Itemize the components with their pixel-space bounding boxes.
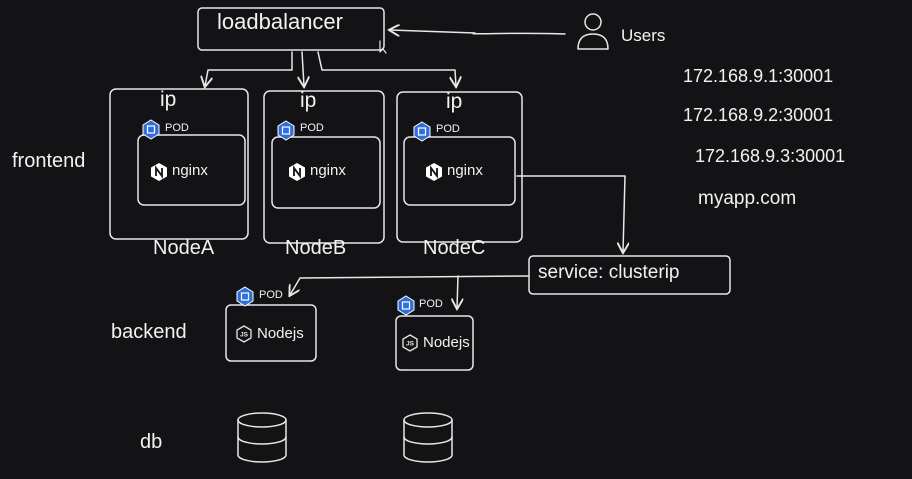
kubernetes-pod-icon: [236, 286, 254, 307]
loadbalancer-box: [197, 7, 385, 51]
nodejs-icon: [236, 325, 252, 343]
address-2: 172.168.9.2:30001: [683, 105, 834, 125]
kubernetes-pod-icon: [397, 295, 415, 316]
database-icon: [403, 412, 453, 463]
nodec-ip-label: ip: [446, 90, 463, 113]
row-label-backend: backend: [111, 321, 187, 343]
nginx-icon: [289, 163, 305, 181]
backend-pod-2-app-label: Nodejs: [423, 334, 470, 351]
row-label-db: db: [140, 431, 163, 453]
nodea-ip-label: ip: [160, 88, 177, 111]
nodec-to-service-arrow: [516, 175, 625, 252]
nodec-app-label: nginx: [447, 162, 483, 179]
nodea-name-label: NodeA: [153, 237, 215, 259]
nodejs-icons: [236, 325, 418, 352]
nodejs-icon-glyph: JS: [406, 341, 415, 348]
kubernetes-pod-icon: [142, 119, 160, 140]
nodeb-pod-box: [271, 136, 381, 209]
backend-pod-2-box: [395, 315, 474, 371]
domain-name: myapp.com: [698, 188, 797, 209]
nodea-pod-box: [137, 134, 246, 206]
nodec-pod-box: [403, 136, 516, 206]
nodea-box: [109, 88, 249, 240]
lb-to-nodea-arrow: [205, 51, 293, 86]
service-to-backend-1-arrow: [290, 275, 530, 295]
address-1: 172.168.9.1:30001: [683, 66, 834, 86]
nginx-icon: [426, 163, 442, 181]
backend-pod-1-box: [225, 304, 317, 362]
nodec-box: [396, 91, 523, 243]
loadbalancer-label: loadbalancer: [217, 9, 343, 34]
nodea-pod-label: POD: [165, 122, 189, 134]
nodeb-name-label: NodeB: [285, 237, 347, 259]
backend-pod-1-app-label: Nodejs: [257, 325, 304, 342]
row-label-frontend: frontend: [12, 150, 86, 172]
users-label: Users: [621, 26, 666, 45]
nodec-name-label: NodeC: [423, 237, 486, 259]
service-box: [528, 255, 731, 295]
nodeb-box: [263, 90, 385, 244]
nodeb-ip-label: ip: [300, 89, 317, 112]
lb-to-nodec-arrow: [317, 51, 456, 86]
kubernetes-pod-icon: [277, 120, 295, 141]
nodec-pod-label: POD: [436, 123, 460, 135]
address-3: 172.168.9.3:30001: [695, 146, 846, 166]
service-label: service: clusterip: [538, 262, 680, 283]
nginx-icons: [151, 163, 442, 181]
nginx-icon: [151, 163, 167, 181]
user-icon: [577, 13, 609, 50]
nodejs-icon-glyph: JS: [240, 332, 249, 339]
kubernetes-pod-icon: [413, 121, 431, 142]
nodejs-icon: [402, 334, 418, 352]
backend-pod-1-pod-label: POD: [259, 289, 283, 301]
users-to-loadbalancer-arrow: [390, 30, 566, 34]
cursor-icon: [379, 40, 387, 54]
nodea-app-label: nginx: [172, 162, 208, 179]
service-to-backend-2-arrow: [457, 275, 458, 308]
nodeb-app-label: nginx: [310, 162, 346, 179]
backend-pod-2-pod-label: POD: [419, 298, 443, 310]
pod-badges: [142, 119, 431, 316]
database-icon: [237, 412, 287, 463]
nodeb-pod-label: POD: [300, 122, 324, 134]
lb-to-nodeb-arrow: [302, 51, 304, 86]
